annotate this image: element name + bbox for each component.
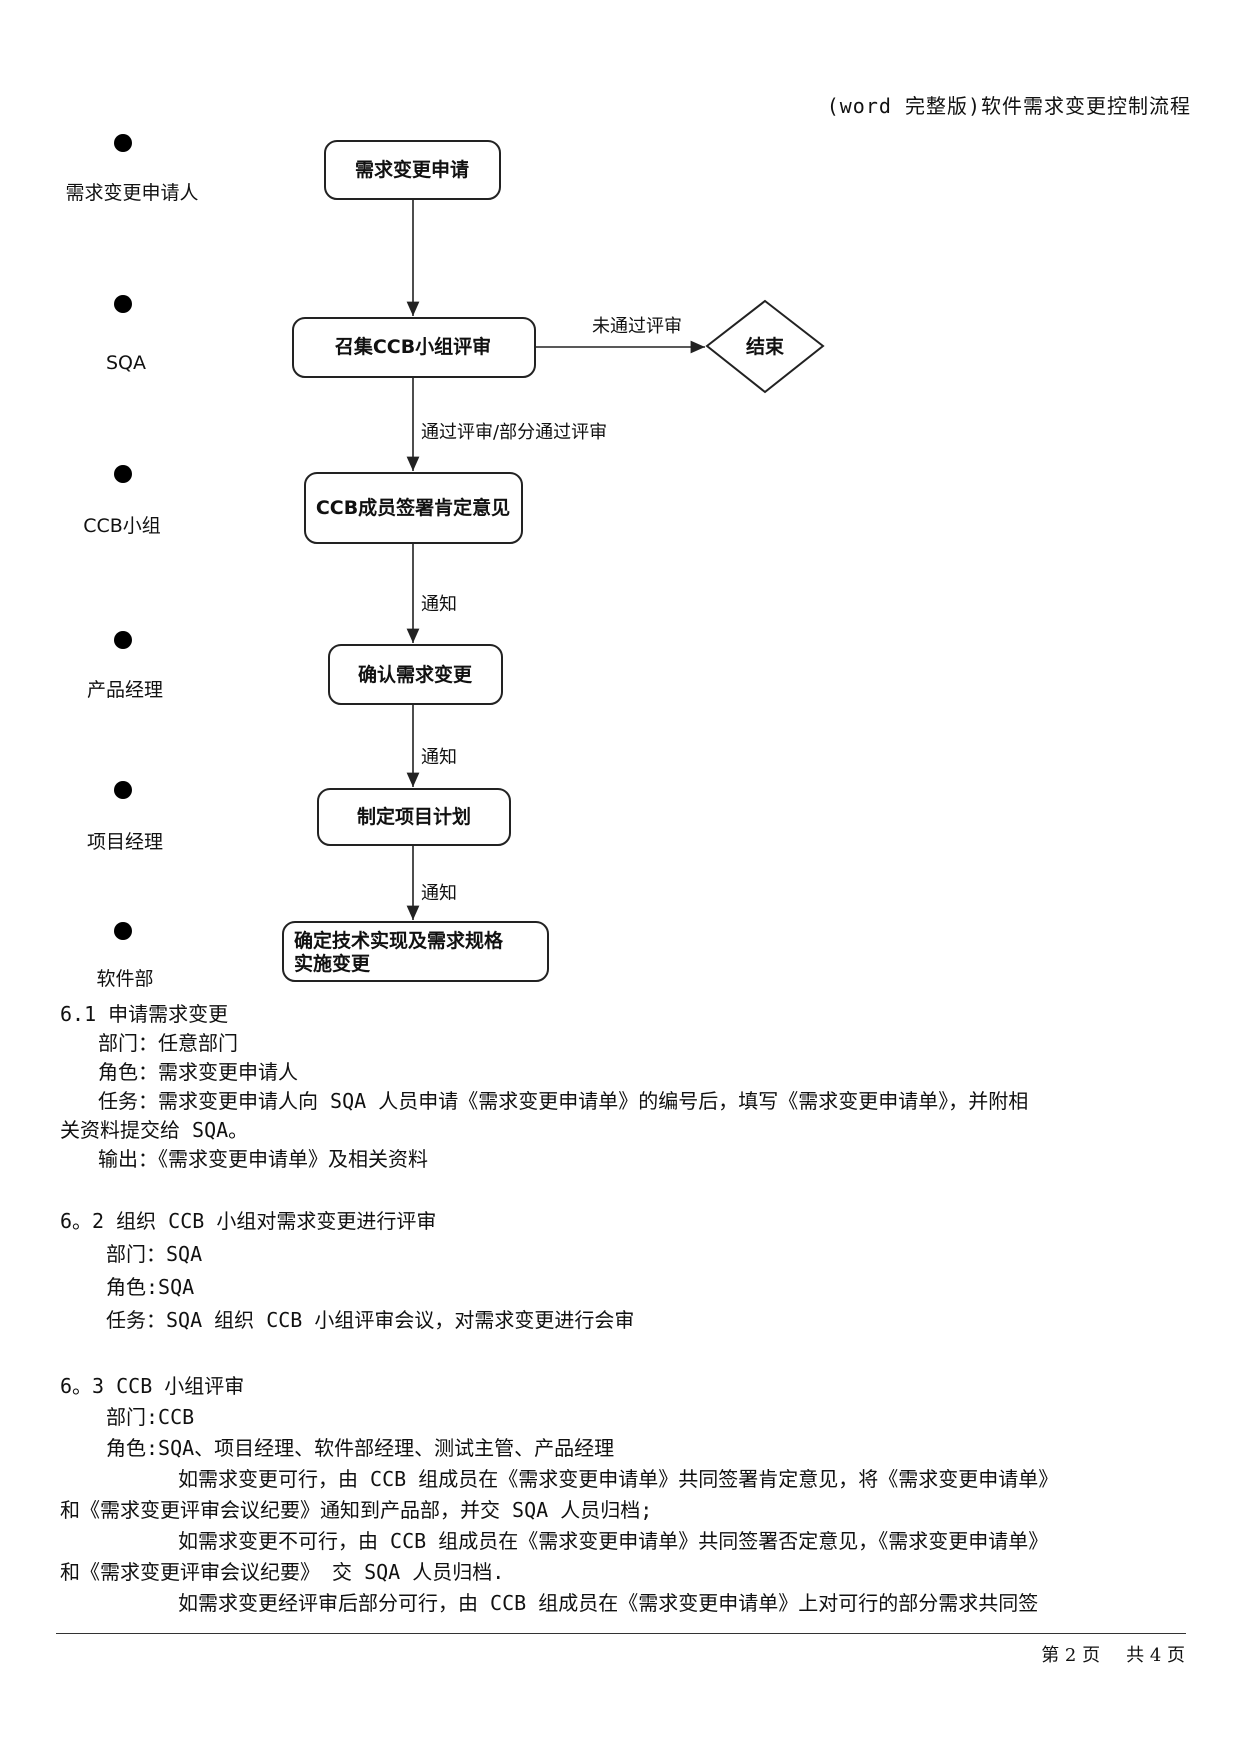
edge-label-pass: 通过评审/部分通过评审: [421, 422, 607, 443]
actor-label-software-dept: 软件部: [96, 968, 153, 990]
section-2-role: 角色:SQA: [106, 1275, 195, 1299]
flow-step-ccb-review-label: 召集CCB小组评审: [335, 335, 491, 358]
actor-label-requester: 需求变更申请人: [65, 182, 198, 204]
flow-step-confirm-label: 确认需求变更: [358, 663, 473, 686]
actor-label-ccb: CCB小组: [83, 515, 161, 537]
flow-step-implement: [282, 921, 549, 982]
section-2-title: 6。2 组织 CCB 小组对需求变更进行评审: [60, 1209, 437, 1233]
actor-label-product-manager: 产品经理: [87, 679, 163, 701]
section-2-dept: 部门：SQA: [106, 1242, 203, 1266]
section-1-output: 输出：《需求变更申请单》及相关资料: [98, 1147, 428, 1171]
section-1-role: 角色：需求变更申请人: [98, 1060, 298, 1084]
flow-step-confirm: [328, 644, 503, 705]
actor-label-sqa: SQA: [106, 352, 146, 374]
document-header-title: (word 完整版)软件需求变更控制流程: [826, 94, 1191, 118]
flow-step-plan: [317, 788, 511, 846]
actor-requester-icon: [110, 134, 136, 183]
section-3-role: 角色:SQA、项目经理、软件部经理、测试主管、产品经理: [106, 1436, 615, 1460]
flow-step-plan-label: 制定项目计划: [357, 805, 471, 828]
section-3-paragraph-1-line2: 和《需求变更评审会议纪要》通知到产品部，并交 SQA 人员归档;: [60, 1498, 653, 1522]
page-footer: 第 2 页 共 4 页: [1015, 1641, 1185, 1667]
flow-step-ccb-sign-label: CCB成员签署肯定意见: [316, 496, 510, 519]
actor-label-project-manager: 项目经理: [87, 831, 163, 853]
flow-step-implement-label-line1: 确定技术实现及需求规格: [294, 929, 504, 952]
section-3-dept: 部门:CCB: [106, 1405, 195, 1429]
section-1-title: 6.1 申请需求变更: [60, 1002, 229, 1026]
footer-page-number: 第 2 页: [1041, 1645, 1101, 1666]
actor-ccb-icon: [110, 465, 136, 514]
actor-sqa-icon: [110, 295, 136, 344]
section-3-paragraph-2-line2: 和《需求变更评审会议纪要》 交 SQA 人员归档.: [60, 1560, 505, 1584]
document-body: 6.1 申请需求变更 部门：任意部门 角色：需求变更申请人 任务：需求变更申请人…: [60, 1000, 1190, 1618]
section-1-task-line1: 任务：需求变更申请人向 SQA 人员申请《需求变更申请单》的编号后，填写《需求变…: [98, 1089, 1029, 1113]
footer-divider: [56, 1633, 1186, 1634]
edge-label-notify-3: 通知: [421, 883, 457, 904]
section-3-title: 6。3 CCB 小组评审: [60, 1374, 245, 1398]
edge-label-reject: 未通过评审: [592, 316, 682, 337]
flow-step-request-label: 需求变更申请: [355, 158, 469, 181]
flowchart-diagram: 需求变更申请人 SQA CCB小组 产品经理 项目经理 软件部 需求变更申请 召…: [65, 134, 825, 990]
section-1-task-line2: 关资料提交给 SQA。: [60, 1118, 249, 1142]
actor-project-manager-icon: [110, 781, 136, 830]
actor-software-dept-icon: [110, 922, 136, 971]
edge-label-notify-2: 通知: [421, 747, 457, 768]
edge-label-notify-1: 通知: [421, 594, 457, 615]
section-3-paragraph-1-line1: 如需求变更可行，由 CCB 组成员在《需求变更申请单》共同签署肯定意见，将《需求…: [178, 1467, 1059, 1491]
section-3-paragraph-2-line1: 如需求变更不可行，由 CCB 组成员在《需求变更申请单》共同签署否定意见，《需求…: [178, 1529, 1049, 1553]
flow-step-implement-label-line2: 实施变更: [294, 952, 371, 975]
actor-product-manager-icon: [110, 631, 136, 680]
section-3-paragraph-3-line1: 如需求变更经评审后部分可行，由 CCB 组成员在《需求变更申请单》上对可行的部分…: [178, 1591, 1039, 1615]
section-1-dept: 部门：任意部门: [98, 1031, 238, 1055]
flow-end-label: 结束: [746, 335, 785, 358]
section-2-task: 任务：SQA 组织 CCB 小组评审会议，对需求变更进行会审: [106, 1308, 635, 1332]
flow-end-diamond: [705, 299, 825, 394]
footer-total-pages: 共 4 页: [1126, 1645, 1185, 1666]
